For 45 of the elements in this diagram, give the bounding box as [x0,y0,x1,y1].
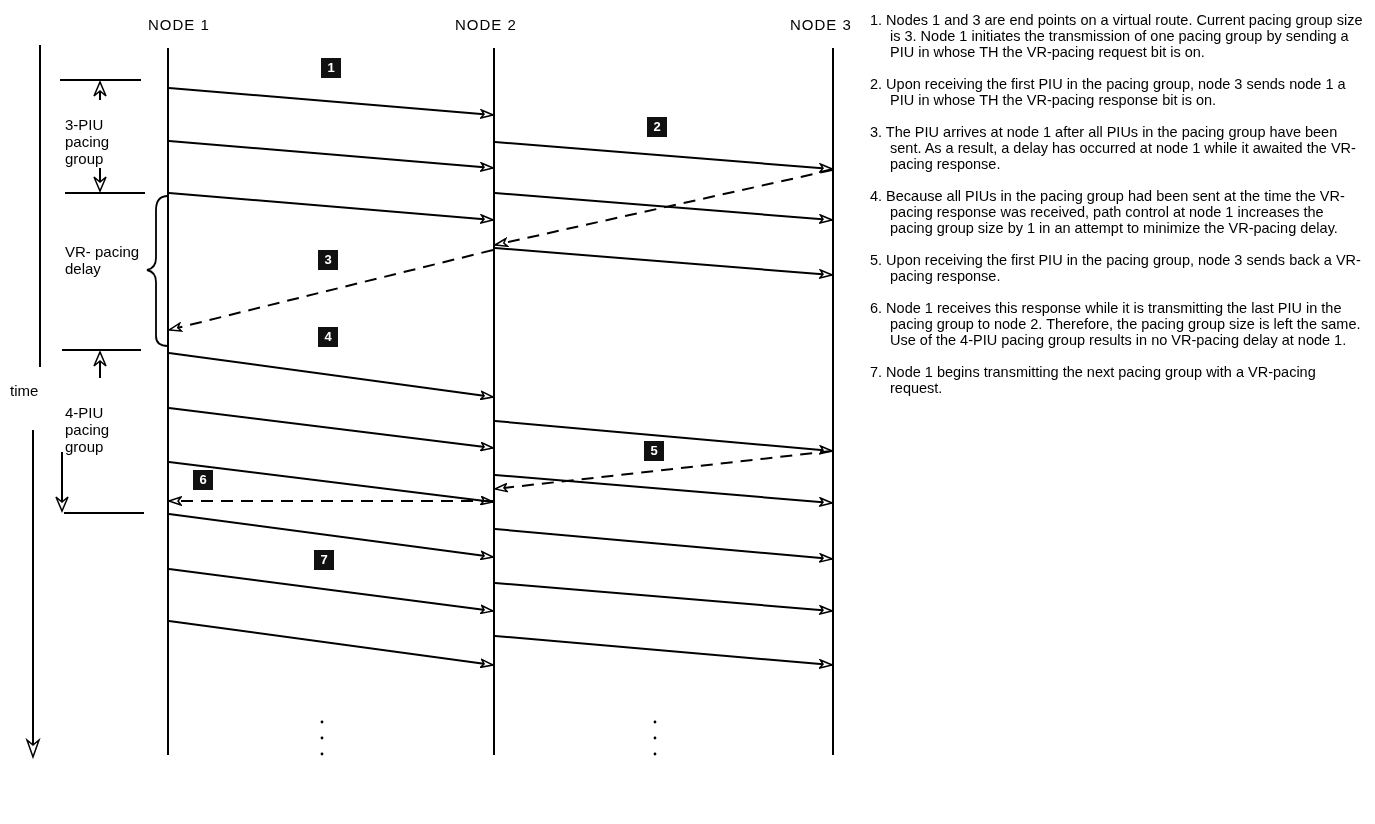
arrow [168,87,494,119]
callout-number: 5 [644,441,664,461]
arrow [168,513,494,561]
column-heading: NODE 3 [790,16,852,33]
group-label: 3-PIU pacing group [65,116,111,167]
arrow [494,582,833,615]
callout-number: 1 [321,58,341,78]
axis-label: time [10,382,40,399]
arrow [494,528,833,563]
arrow [168,568,494,615]
column-heading: NODE 2 [455,16,517,33]
lifeline [832,48,834,755]
callout-number: 3 [318,250,338,270]
column-heading: NODE 1 [148,16,210,33]
lifeline [167,48,169,755]
dashed-arrow [494,450,833,493]
note-text: 2. Upon receiving the first PIU in the pacing group, node 3 sends node 1 a PIU in whose TH the VR-pacing response bit is on. [870,76,1347,108]
group-label: 4-PIU pacing group [65,404,111,455]
delay-label: VR- pacing delay [65,243,141,277]
note-text: 1. Nodes 1 and 3 are end points on a virtual route. Current pacing group size is 3. Node 1 initiates the transmission of one pacing group by sending a PIU in whose TH the VR-pacing request bit is on. [870,12,1364,60]
note-text: 7. Node 1 begins transmitting the next pacing group with a VR-pacing request. [870,364,1317,396]
note-text: 5. Upon receiving the first PIU in the pacing group, node 3 sends back a VR-pacing response. [870,252,1362,284]
arrow [494,635,833,669]
arrow [494,192,833,224]
arrow [168,352,494,401]
note-text: 3. The PIU arrives at node 1 after all PIUs in the pacing group have been sent. As a result, a delay has occurred at node 1 while it awaited the VR-pacing response. [870,124,1357,172]
callout-number: 2 [647,117,667,137]
arrow [168,140,494,172]
callout-number: 4 [318,327,338,347]
dashed-arrow [168,496,494,506]
note-text: 6. Node 1 receives this response while it is transmitting the last PIU in the pacing group to node 2. Therefore, the pacing group size is left the same. Use of the 4-PIU pacing group results in no VR-pacing delay at node 1. [870,300,1362,348]
callout-number: 6 [193,470,213,490]
arrow [494,247,833,279]
arrow [168,461,494,506]
arrow [168,192,494,224]
dashed-arrow [168,249,494,332]
arrow [494,141,833,173]
lifeline [493,48,495,755]
arrow [168,620,494,669]
dashed-arrow [494,169,833,248]
arrow [494,420,833,455]
callout-number: 7 [314,550,334,570]
arrow [494,474,833,507]
arrow [168,407,494,452]
note-text: 4. Because all PIUs in the pacing group had been sent at the time the VR-pacing response was received, path control at node 1 increases the pacing group size by 1 in an attempt to minimize the VR-pacing delay. [870,188,1346,236]
